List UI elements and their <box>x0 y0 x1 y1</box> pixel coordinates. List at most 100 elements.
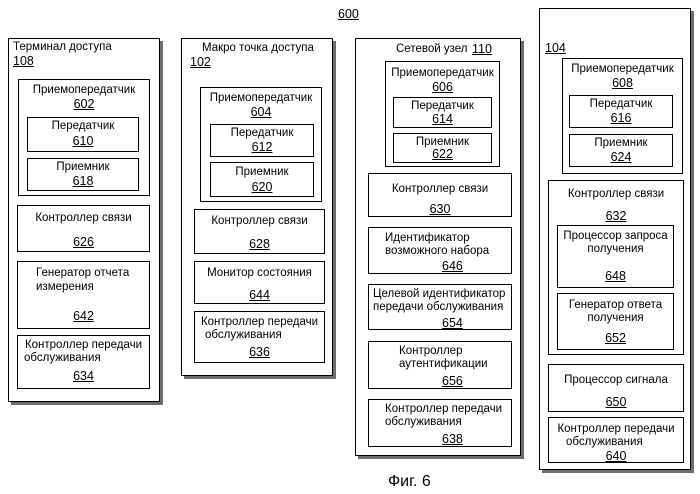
signal-processor-block: Процессор сигнала 650 <box>548 364 684 412</box>
response-generator-line1: Генератор ответа <box>558 299 673 312</box>
state-monitor-label: Монитор состояния <box>195 267 324 280</box>
macro-access-point-block: Макро точка доступа 102 Приемопередатчик… <box>181 38 333 376</box>
block-title: Терминал доступа <box>13 41 112 54</box>
comm-controller-ref: 628 <box>195 238 324 251</box>
transceiver-ref: 604 <box>201 106 321 119</box>
block-ref: 108 <box>13 55 34 68</box>
candidate-set-identifier-block: Идентификатор возможного набора 646 <box>368 227 512 274</box>
transmitter-label: Передатчик <box>570 98 672 111</box>
handover-controller-ref: 634 <box>18 370 149 383</box>
transmitter-block: Передатчик 610 <box>27 117 139 152</box>
response-generator-block: Генератор ответа получения 652 <box>557 293 674 350</box>
handover-controller-line2: обслуживания <box>24 352 101 365</box>
handover-controller-line2: обслуживания <box>205 329 282 342</box>
transceiver-ref: 606 <box>386 81 499 94</box>
receiver-label: Приемник <box>570 137 672 150</box>
node-104-block: 104 Приемопередатчик 608 Передатчик 616 … <box>539 8 691 470</box>
handover-controller-line1: Контроллер передачи <box>549 423 683 436</box>
transceiver-ref: 602 <box>19 98 149 111</box>
signal-processor-ref: 650 <box>549 396 683 409</box>
report-generator-line1: Генератор отчета <box>36 267 129 280</box>
transmitter-ref: 616 <box>570 112 672 125</box>
request-processor-line2: получения <box>558 243 673 256</box>
receiver-block: Приемник 624 <box>569 134 673 167</box>
response-generator-line2: получения <box>558 312 673 325</box>
request-processor-ref: 648 <box>558 270 673 283</box>
receiver-ref: 622 <box>394 148 491 161</box>
comm-controller-label: Контроллер связи <box>18 212 149 225</box>
block-ref: 102 <box>190 56 211 69</box>
target-handover-identifier-line2: передачи обслуживания <box>373 301 503 314</box>
state-monitor-block: Монитор состояния 644 <box>194 261 325 304</box>
candidate-set-identifier-line1: Идентификатор <box>385 232 470 245</box>
figure-caption: Фиг. 6 <box>388 473 431 491</box>
auth-controller-ref: 656 <box>442 375 463 388</box>
network-node-block: Сетевой узел 110 Приемопередатчик 606 Пе… <box>355 38 521 456</box>
transmitter-label: Передатчик <box>211 127 313 140</box>
receiver-block: Приемник 620 <box>210 162 314 197</box>
access-terminal-block: Терминал доступа 108 Приемопередатчик 60… <box>8 38 160 402</box>
receiver-ref: 620 <box>211 181 313 194</box>
transceiver-block: Приемопередатчик 602 Передатчик 610 Прие… <box>18 79 150 196</box>
request-processor-line1: Процессор запроса <box>558 230 673 243</box>
comm-controller-ref: 626 <box>18 236 149 249</box>
transmitter-block: Передатчик 614 <box>393 97 492 128</box>
block-title: Макро точка доступа <box>202 42 314 55</box>
transceiver-label: Приемопередатчик <box>19 84 149 97</box>
handover-controller-line1: Контроллер передачи <box>18 339 149 352</box>
report-generator-ref: 642 <box>18 310 149 323</box>
receiver-label: Приемник <box>211 166 313 179</box>
transceiver-label: Приемопередатчик <box>563 63 682 76</box>
comm-controller-label: Контроллер связи <box>369 183 511 196</box>
target-handover-identifier-block: Целевой идентификатор передачи обслужива… <box>368 284 512 330</box>
transmitter-ref: 614 <box>394 113 491 126</box>
receiver-label: Приемник <box>28 161 138 174</box>
handover-controller-line2: обслуживания <box>566 436 643 449</box>
comm-controller-block: Контроллер связи 632 Процессор запроса п… <box>548 180 684 355</box>
handover-controller-block: Контроллер передачи обслуживания 634 <box>17 335 150 389</box>
comm-controller-block: Контроллер связи 630 <box>368 173 512 217</box>
handover-controller-ref: 636 <box>195 346 324 359</box>
comm-controller-block: Контроллер связи 628 <box>194 209 325 254</box>
handover-controller-line1: Контроллер передачи <box>385 403 502 416</box>
receiver-ref: 624 <box>570 151 672 164</box>
handover-controller-line1: Контроллер передачи <box>195 316 324 329</box>
transmitter-label: Передатчик <box>28 120 138 133</box>
handover-controller-block: Контроллер передачи обслуживания 640 <box>548 417 684 463</box>
comm-controller-ref: 630 <box>369 203 511 216</box>
state-monitor-ref: 644 <box>195 289 324 302</box>
transceiver-ref: 608 <box>563 77 682 90</box>
comm-controller-label: Контроллер связи <box>195 215 324 228</box>
target-handover-identifier-ref: 654 <box>442 317 463 330</box>
handover-controller-line2: обслуживания <box>385 416 462 429</box>
receiver-block: Приемник 618 <box>27 158 139 191</box>
transmitter-block: Передатчик 612 <box>210 124 314 157</box>
transceiver-block: Приемопередатчик 606 Передатчик 614 Прие… <box>385 61 500 167</box>
target-handover-identifier-line1: Целевой идентификатор <box>373 288 505 301</box>
transmitter-ref: 610 <box>28 135 138 148</box>
transmitter-ref: 612 <box>211 141 313 154</box>
handover-controller-ref: 640 <box>549 450 683 463</box>
handover-controller-block: Контроллер передачи обслуживания 638 <box>368 399 512 447</box>
candidate-set-identifier-ref: 646 <box>442 260 463 273</box>
comm-controller-ref: 632 <box>549 210 683 223</box>
auth-controller-block: Контроллер аутентификации 656 <box>368 341 512 389</box>
signal-processor-label: Процессор сигнала <box>549 374 683 387</box>
comm-controller-block: Контроллер связи 626 <box>17 205 150 252</box>
transceiver-label: Приемопередатчик <box>386 67 499 80</box>
receiver-ref: 618 <box>28 175 138 188</box>
handover-controller-ref: 638 <box>442 433 463 446</box>
transceiver-block: Приемопередатчик 608 Передатчик 616 Прие… <box>562 58 683 174</box>
handover-controller-block: Контроллер передачи обслуживания 636 <box>194 311 325 363</box>
block-title: Сетевой узел <box>396 43 467 56</box>
comm-controller-label: Контроллер связи <box>549 188 683 201</box>
transmitter-block: Передатчик 616 <box>569 95 673 128</box>
candidate-set-identifier-line2: возможного набора <box>385 245 489 258</box>
auth-controller-line1: Контроллер <box>399 345 462 358</box>
receiver-block: Приемник 622 <box>393 133 492 163</box>
transceiver-block: Приемопередатчик 604 Передатчик 612 Прие… <box>200 87 322 202</box>
figure-number: 600 <box>338 8 359 21</box>
block-ref: 110 <box>472 43 492 56</box>
request-processor-block: Процессор запроса получения 648 <box>557 225 674 288</box>
block-ref: 104 <box>545 42 566 55</box>
